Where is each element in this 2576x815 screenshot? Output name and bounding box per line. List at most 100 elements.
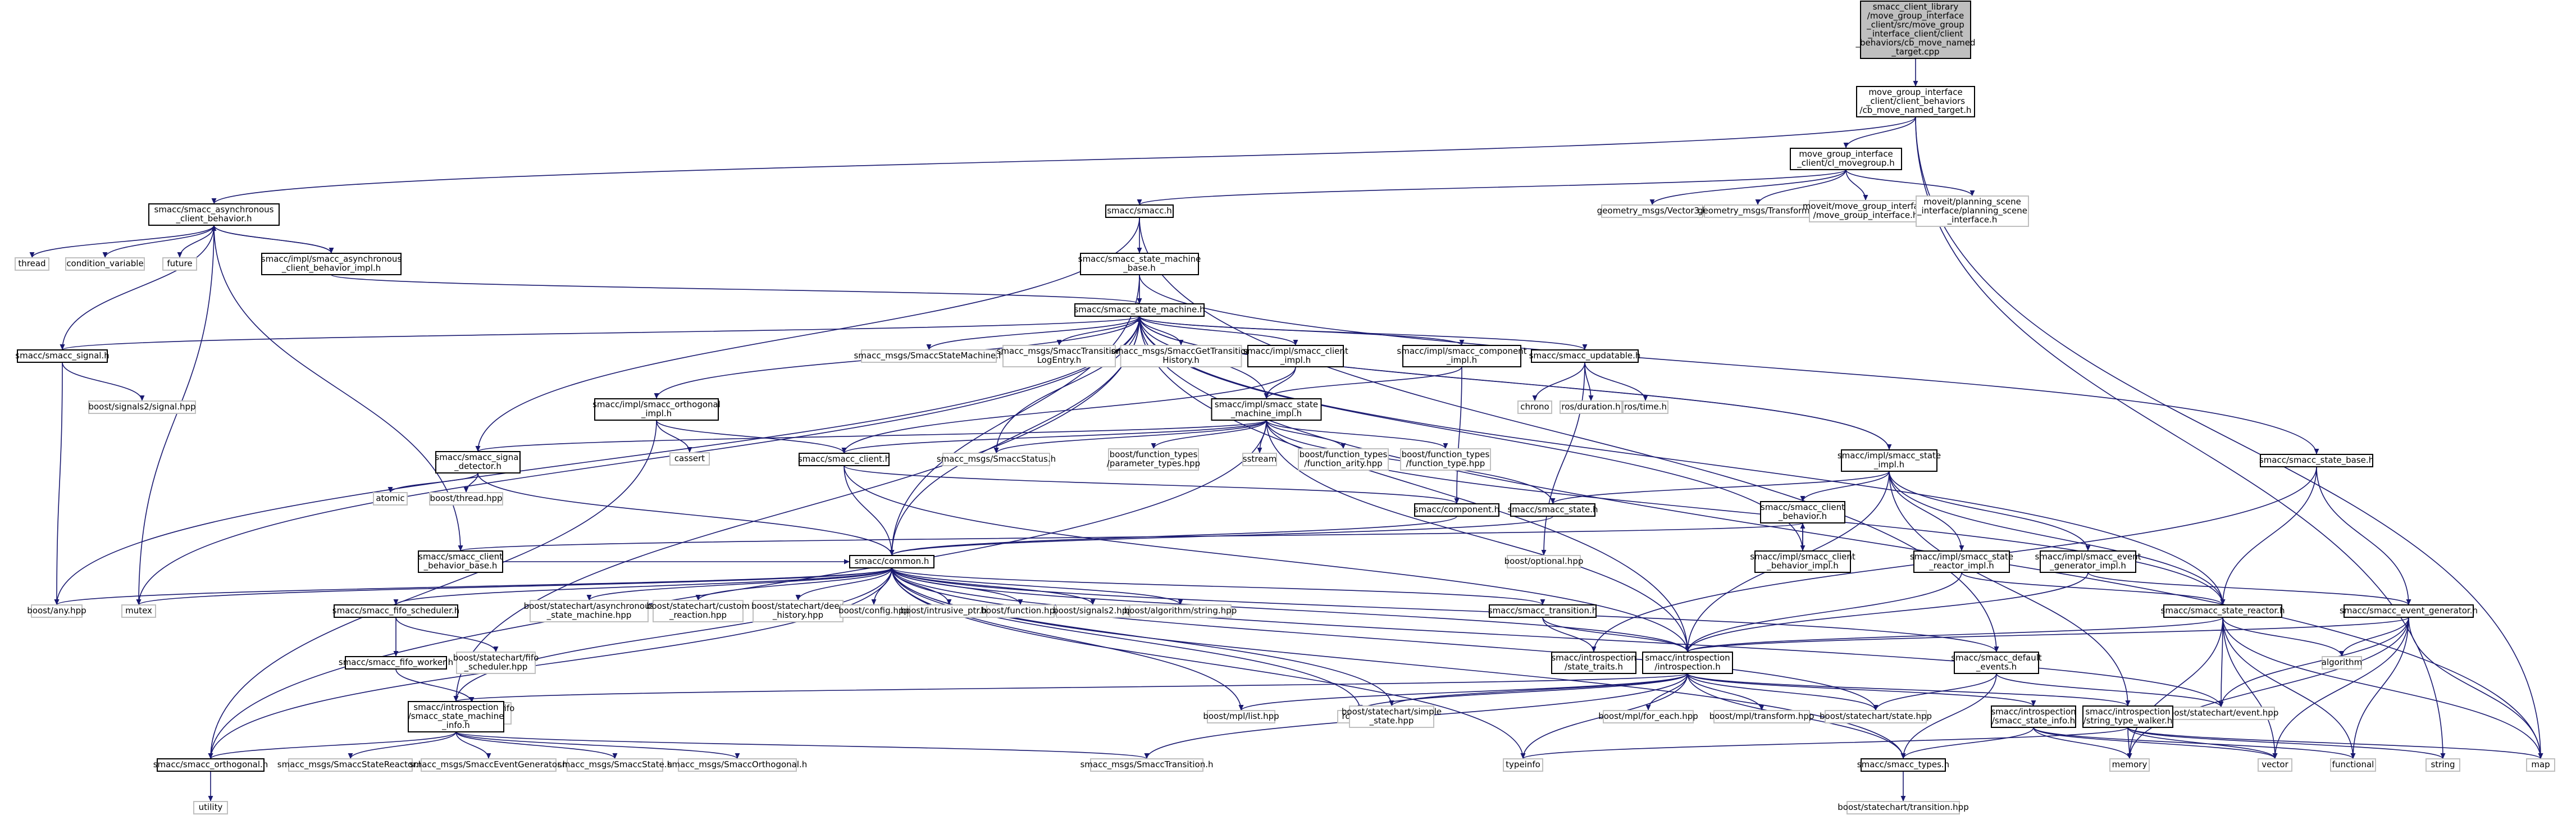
node-fifosched[interactable]: smacc/smacc_fifo_scheduler.h [332,604,459,618]
node-customreact[interactable]: boost/statechart/custom_reaction.hpp [646,600,750,622]
node-fifoschedhpp[interactable]: boost/statechart/fifo_scheduler.hpp [453,652,539,674]
node-map[interactable]: map [2526,758,2555,772]
node-cassert[interactable]: cassert [669,452,710,466]
node-root[interactable]: smacc_client_library/move_group_interfac… [1855,1,1976,59]
node-defaultev[interactable]: smacc/smacc_default_events.h [1951,652,2042,674]
edge-orthoimpl-to-clienth [656,420,847,454]
node-orthogonal[interactable]: smacc/smacc_orthogonal.h [153,758,268,772]
node-orthoimpl[interactable]: smacc/impl/smacc_orthogonal_impl.h [592,398,721,421]
node-mg[interactable]: move_group_interface_client/cl_movegroup… [1790,148,1902,170]
node-mutex[interactable]: mutex [121,604,156,618]
node-sm[interactable]: smacc/smacc_state_machine.h [1074,303,1205,317]
node-foreach[interactable]: boost/mpl/for_each.hpp [1598,710,1698,723]
node-common[interactable]: smacc/common.h [849,555,934,568]
node-clienth[interactable]: smacc/smacc_client.h [798,453,890,466]
node-vec3[interactable]: geometry_msgs/Vector3.h [1597,204,1708,218]
node-sigdet[interactable]: smacc/smacc_signal_detector.h [435,451,521,473]
node-fnarity[interactable]: boost/function_types/function_arity.hpp [1298,448,1389,471]
node-stw[interactable]: smacc/introspection/string_type_walker.h [2082,705,2173,728]
node-moveit[interactable]: moveit/move_group_interface/move_group_i… [1803,200,1928,222]
node-algostr[interactable]: boost/algorithm/string.hpp [1124,604,1237,618]
node-fnparam[interactable]: boost/function_types/parameter_types.hpp [1107,448,1200,471]
node-introspection[interactable]: smacc/introspection/introspection.h [1642,652,1733,674]
node-updatable[interactable]: smacc/smacc_updatable.h [1529,349,1641,363]
node-reactorimpl[interactable]: smacc/impl/smacc_state_reactor_impl.h [1910,550,2013,573]
node-async[interactable]: smacc/smacc_asynchronous_client_behavior… [148,203,280,226]
node-intrusive[interactable]: boost/intrusive_ptr.hpp [901,604,998,618]
node-msgsm[interactable]: smacc_msgs/SmaccStateMachine.h [854,349,1004,363]
node-msgstatus[interactable]: smacc_msgs/SmaccStatus.h [937,453,1056,466]
node-label: smacc/impl/smacc_event [2035,552,2141,562]
node-bthread[interactable]: boost/thread.hpp [429,492,503,506]
node-cbimpl[interactable]: smacc/impl/smacc_client_behavior_impl.h [1750,550,1855,573]
node-rosdur[interactable]: ros/duration.h [1560,400,1622,414]
node-statebase[interactable]: smacc/smacc_state_base.h [2259,454,2374,467]
node-function[interactable]: boost/function.hpp [981,604,1060,618]
node-rostime[interactable]: ros/time.h [1622,400,1668,414]
node-atomic[interactable]: atomic [373,492,408,506]
node-msgtrans[interactable]: smacc_msgs/SmaccTransition.h [1080,758,1214,772]
node-msgevgen[interactable]: smacc_msgs/SmaccEventGenerator.h [409,758,568,772]
node-transh[interactable]: smacc/smacc_transition.h [1488,604,1598,618]
node-memory[interactable]: memory [2109,758,2150,772]
node-string[interactable]: string [2425,758,2460,772]
node-smacch[interactable]: smacc/smacc.h [1105,204,1174,218]
node-simplestate[interactable]: boost/statechart/simple_state.hpp [1342,705,1442,728]
node-cbbase[interactable]: smacc/smacc_client_behavior_base.h [418,550,503,573]
node-future[interactable]: future [162,257,197,271]
node-msgstate[interactable]: smacc_msgs/SmaccState.h [558,758,672,772]
node-statehpp[interactable]: boost/statechart/state.hpp [1820,710,1932,723]
node-smi[interactable]: smacc/introspection/smacc_state_machine_… [408,701,504,732]
node-signals2[interactable]: boost/signals2.hpp [1053,604,1133,618]
node-cv[interactable]: condition_variable [65,257,145,271]
edge-stateimpl-to-reactor [1889,471,2226,605]
node-box [1074,303,1205,317]
node-smbase[interactable]: smacc/smacc_state_machine_base.h [1078,253,1201,275]
edge-stateinfo-to-memory [2033,727,2132,759]
node-box [1211,398,1322,421]
node-evgenimpl[interactable]: smacc/impl/smacc_event_generator_impl.h [2035,550,2141,573]
node-cbehavior[interactable]: smacc/smacc_client_behavior.h [1760,501,1845,523]
node-functional[interactable]: functional [2330,758,2376,772]
node-typesh[interactable]: smacc/smacc_types.h [1857,758,1949,772]
node-mpltransform[interactable]: boost/mpl/transform.hpp [1709,710,1814,723]
node-config[interactable]: boost/config.hpp [838,604,909,618]
node-anyhpp[interactable]: boost/any.hpp [27,604,86,618]
node-psi[interactable]: moveit/planning_scene_interface/planning… [1916,195,2029,227]
node-stateimpl[interactable]: smacc/impl/smacc_state_impl.h [1838,449,1941,472]
node-compimpl[interactable]: smacc/impl/smacc_component_impl.h [1397,345,1527,367]
node-mpllist[interactable]: boost/mpl/list.hpp [1203,710,1279,723]
node-asyncimpl[interactable]: smacc/impl/smacc_asynchronous_client_beh… [261,253,402,275]
node-fntype[interactable]: boost/function_types/function_type.hpp [1400,448,1491,471]
node-typeinfo[interactable]: typeinfo [1503,758,1543,772]
node-evgen[interactable]: smacc/smacc_event_generator.h [2340,604,2478,618]
node-deephist[interactable]: boost/statechart/deep_history.hpp [751,600,845,622]
node-thread[interactable]: thread [15,257,49,271]
node-cbh[interactable]: move_group_interface_client/client_behav… [1856,86,1975,117]
node-clientimpl[interactable]: smacc/impl/smacc_client_impl.h [1243,345,1348,367]
node-vector[interactable]: vector [2258,758,2292,772]
node-optional[interactable]: boost/optional.hpp [1504,555,1584,568]
node-component[interactable]: smacc/component.h [1414,503,1499,517]
node-msgortho[interactable]: smacc_msgs/SmaccOrthogonal.h [668,758,808,772]
node-asyncsm[interactable]: boost/statechart/asynchronous_state_mach… [524,600,655,622]
node-sstream[interactable]: sstream [1242,453,1277,466]
node-sig2h[interactable]: boost/signals2/signal.hpp [88,400,196,414]
node-box [1489,604,1597,618]
node-smimpl[interactable]: smacc/impl/smacc_state_machine_impl.h [1211,398,1322,421]
node-transformh[interactable]: geometry_msgs/Transform.h [1698,204,1818,218]
node-msgreactor[interactable]: smacc_msgs/SmaccStateReactor.h [277,758,424,772]
node-chrono[interactable]: chrono [1517,400,1552,414]
node-utility[interactable]: utility [193,801,228,814]
node-stateh[interactable]: smacc/smacc_state.h [1507,503,1598,517]
node-fifoworker[interactable]: smacc/smacc_fifo_worker.h [339,656,453,670]
node-reactor[interactable]: smacc/smacc_state_reactor.h [2161,604,2285,618]
node-evhpp[interactable]: boost/statechart/event.hpp [2164,707,2279,720]
node-inspstatetraits[interactable]: smacc/introspection/state_traits.h [1551,652,1636,674]
node-algorithm[interactable]: algorithm [2322,656,2362,670]
node-stateinfo[interactable]: smacc/introspection/smacc_state_info.h [1991,705,2076,728]
node-transhpp[interactable]: boost/statechart/transition.hpp [1838,801,1969,814]
node-signal[interactable]: smacc/smacc_signal.h [15,349,110,363]
